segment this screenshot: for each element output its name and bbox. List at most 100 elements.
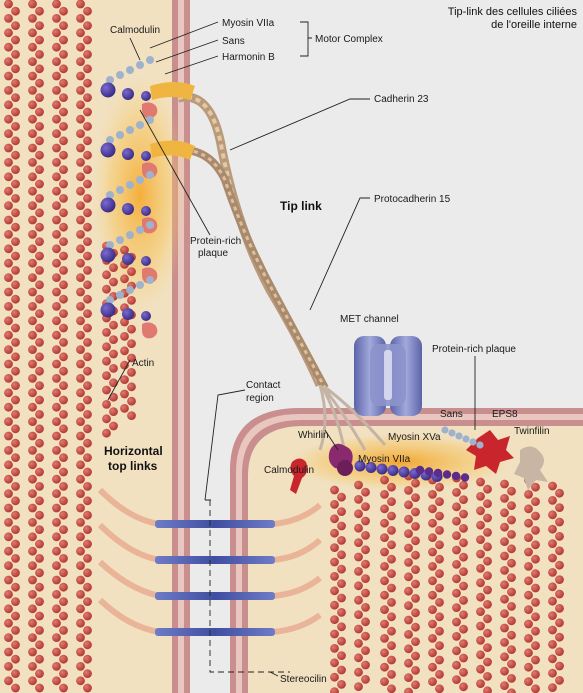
actin-bead	[500, 609, 509, 618]
myosin-xva-bead	[433, 468, 443, 478]
actin-bead	[354, 567, 363, 576]
actin-bead	[555, 546, 564, 556]
actin-bead	[52, 244, 61, 254]
actin-bead	[52, 633, 61, 642]
label-protein-rich-plaque-left-2: plaque	[198, 248, 228, 259]
actin-bead	[4, 417, 13, 426]
actin-bead	[500, 566, 509, 575]
actin-bead	[76, 230, 85, 239]
actin-bead	[59, 150, 68, 160]
actin-bead	[83, 395, 92, 405]
actin-bead	[483, 513, 492, 523]
sans-bead	[136, 226, 144, 234]
actin-bead	[531, 655, 540, 665]
actin-bead	[59, 165, 68, 175]
actin-bead	[83, 626, 92, 635]
actin-bead	[102, 356, 111, 366]
actin-bead	[59, 568, 68, 578]
actin-bead	[507, 501, 516, 510]
actin-bead	[102, 284, 111, 294]
actin-bead	[11, 366, 20, 376]
label-myosin-viia-top: Myosin VIIa	[222, 18, 275, 29]
actin-bead	[28, 604, 37, 614]
actin-bead	[59, 424, 68, 434]
actin-bead	[404, 673, 413, 682]
left-motor-complexes	[100, 56, 158, 339]
myosin-head	[100, 142, 116, 158]
cadherin-23-anchors	[150, 82, 195, 160]
actin-bead	[28, 676, 37, 686]
actin-bead	[4, 100, 13, 110]
actin-bead	[76, 287, 85, 297]
actin-bead	[52, 201, 61, 211]
actin-bead	[83, 78, 92, 88]
sans-bead	[136, 61, 144, 69]
left-stereocilium-membrane-mid	[178, 0, 184, 693]
actin-bead	[404, 514, 413, 524]
actin-bead	[28, 114, 37, 124]
actin-bead	[354, 682, 363, 691]
right-actin-filaments	[330, 471, 564, 693]
actin-bead	[337, 521, 346, 531]
actin-bead	[83, 93, 92, 102]
actin-bead	[11, 568, 20, 578]
actin-bead	[11, 597, 20, 606]
actin-bead	[380, 518, 389, 528]
actin-bead	[52, 676, 61, 686]
actin-bead	[435, 641, 444, 650]
actin-bead	[380, 605, 389, 614]
actin-bead	[52, 590, 61, 599]
actin-bead	[59, 179, 68, 189]
actin-bead	[500, 580, 509, 590]
actin-bead	[28, 532, 37, 542]
actin-bead	[483, 672, 492, 681]
actin-bead	[28, 100, 37, 110]
actin-bead	[428, 605, 437, 614]
label-whirlin: Whirlin	[298, 430, 329, 441]
actin-bead	[83, 64, 92, 74]
actin-bead	[52, 114, 61, 124]
actin-bead	[59, 222, 68, 232]
actin-bead	[435, 526, 444, 535]
actin-bead	[548, 539, 557, 548]
actin-bead	[83, 539, 92, 549]
actin-bead	[330, 557, 339, 567]
actin-bead	[83, 640, 92, 650]
actin-bead	[28, 230, 37, 239]
actin-bead	[452, 646, 461, 656]
actin-bead	[28, 42, 37, 52]
actin-bead	[76, 100, 85, 110]
actin-bead	[354, 610, 363, 619]
actin-bead	[4, 201, 13, 211]
actin-bead	[428, 576, 437, 586]
actin-bead	[411, 666, 420, 675]
actin-bead	[4, 460, 13, 470]
actin-bead	[59, 438, 68, 448]
actin-bead	[11, 280, 20, 290]
whirlin-head	[337, 460, 353, 476]
actin-bead	[548, 654, 557, 664]
actin-bead	[11, 179, 20, 189]
actin-bead	[548, 496, 557, 505]
actin-bead	[120, 375, 129, 384]
sans-bead	[469, 438, 477, 446]
actin-bead	[354, 538, 363, 547]
actin-bead	[83, 280, 92, 290]
actin-bead	[52, 71, 61, 81]
sans-bead	[448, 429, 456, 437]
myosin-head	[122, 253, 134, 265]
actin-bead	[4, 359, 13, 369]
actin-bead	[76, 86, 85, 95]
actin-bead	[524, 605, 533, 614]
actin-bead	[59, 208, 68, 218]
actin-bead	[380, 662, 389, 672]
left-stereocilium-membrane-outer	[172, 0, 178, 693]
actin-bead	[59, 554, 68, 563]
actin-bead	[4, 316, 13, 326]
actin-bead	[483, 614, 492, 624]
actin-bead	[330, 658, 339, 668]
actin-bead	[11, 64, 20, 74]
actin-bead	[52, 359, 61, 369]
actin-bead	[28, 330, 37, 340]
